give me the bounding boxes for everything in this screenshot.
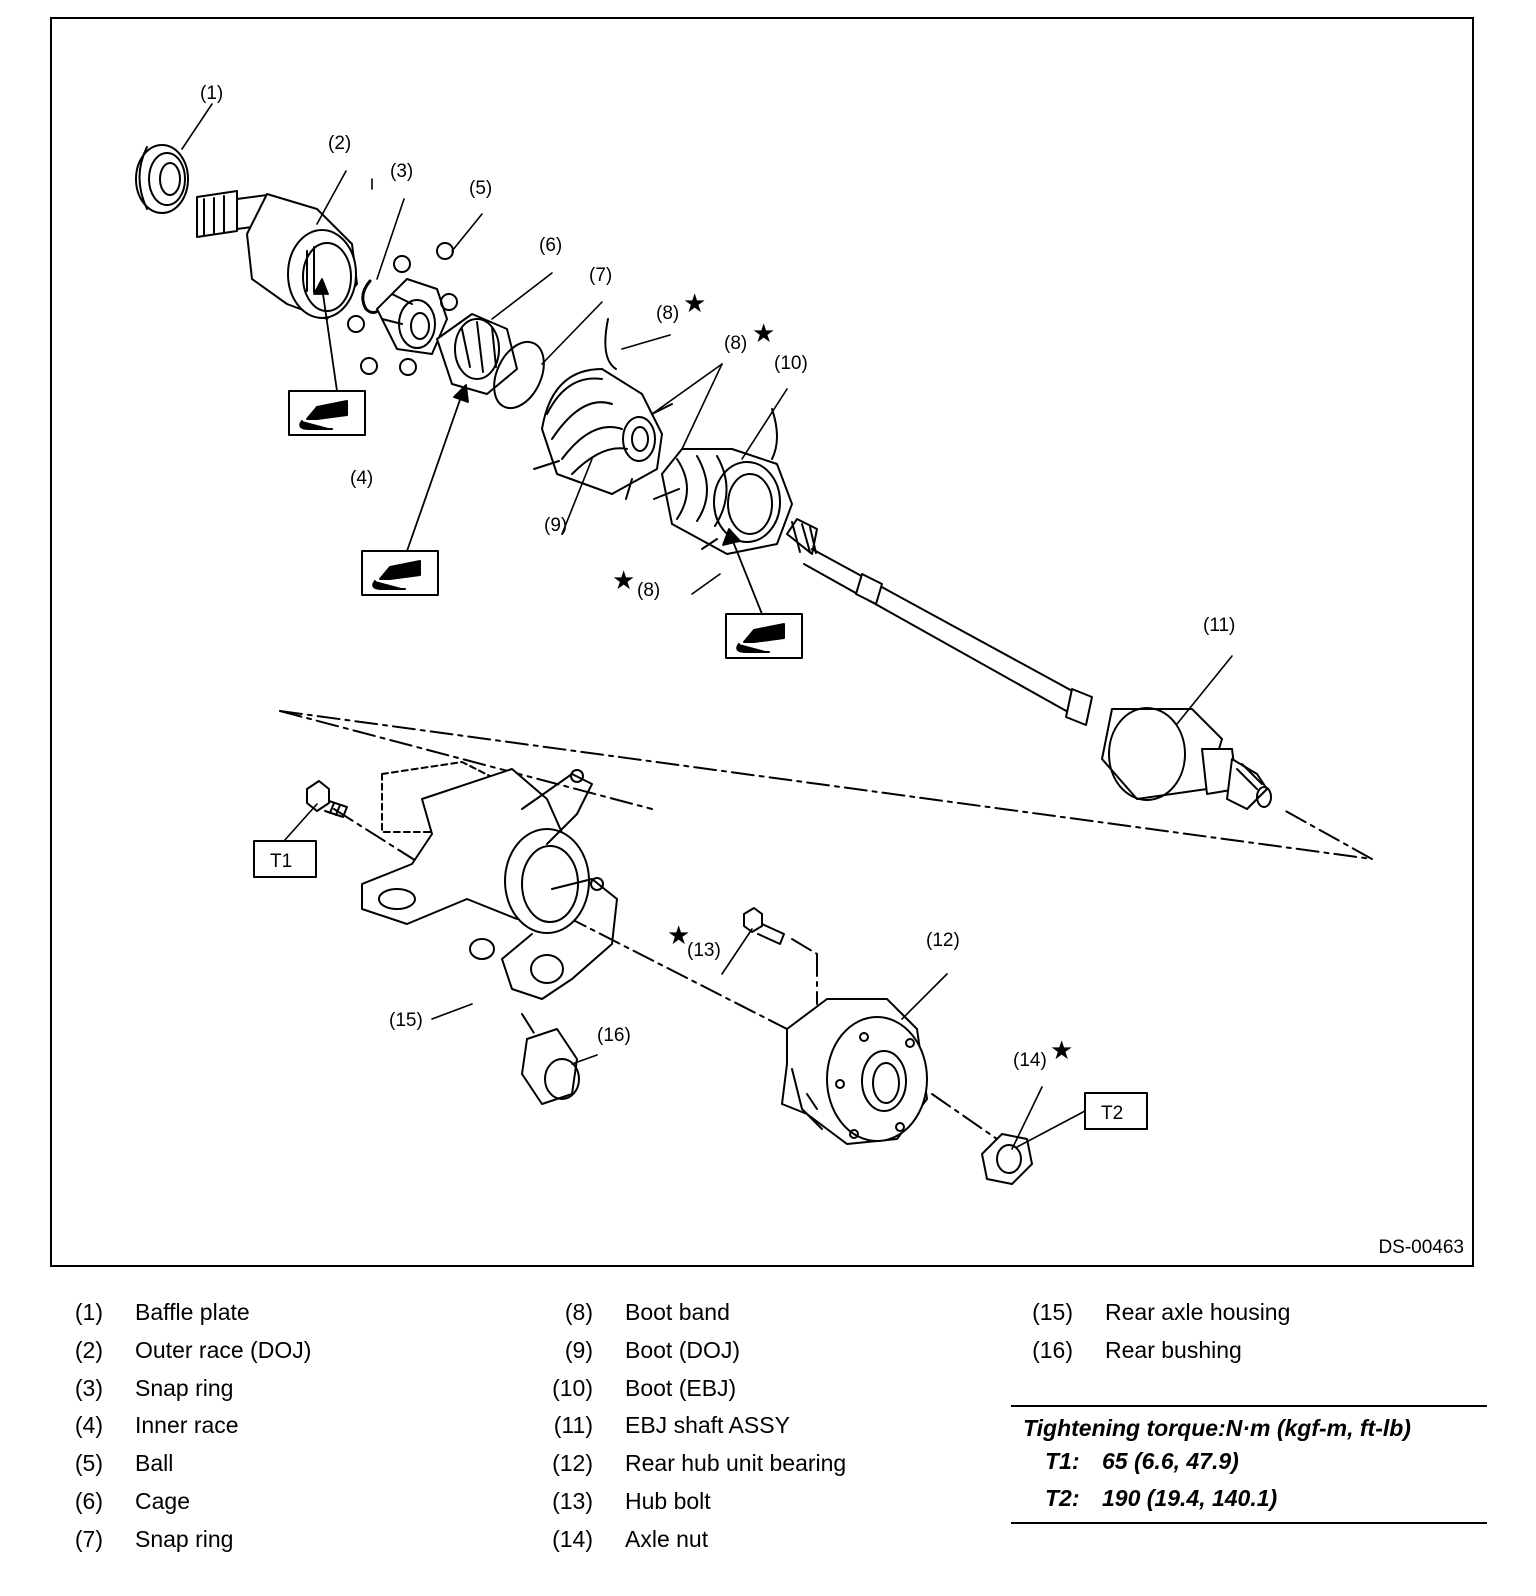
hub-bolt-part: [743, 907, 785, 945]
cage-part: [436, 313, 518, 395]
rear-axle-housing-part: [361, 761, 618, 1000]
legend-item-name: Baffle plate: [135, 1299, 250, 1325]
legend-item-number: (13): [552, 1487, 593, 1514]
torque-value: 65 (6.6, 47.9): [1102, 1448, 1239, 1474]
grease-applicator-icon: [725, 613, 803, 659]
legend-item-name: Rear bushing: [1105, 1336, 1242, 1363]
legend-item-name: Boot (DOJ): [625, 1336, 741, 1363]
drive-shaft-drawing: (1) (2) (3) (4) (5) (6) (7) (8) (8) (8) …: [135, 83, 1373, 1185]
callout-13: (13): [687, 940, 721, 961]
legend-item-number: (4): [74, 1412, 103, 1439]
legend-item-name: Axle nut: [625, 1525, 709, 1552]
legend-item-name: Cage: [135, 1487, 190, 1514]
legend-item-number: (16): [1032, 1336, 1073, 1363]
callout-12: (12): [926, 930, 960, 951]
legend-item-name: Rear hub unit bearing: [625, 1450, 847, 1477]
exploded-view-figure: (1) (2) (3) (4) (5) (6) (7) (8) (8) (8) …: [50, 17, 1474, 1267]
torque-tag-t2: T2: [1101, 1103, 1123, 1124]
legend-item-number: (9): [564, 1336, 593, 1363]
axle-nut-part: [981, 1133, 1033, 1185]
legend-item-number: (12): [552, 1450, 593, 1477]
snap-ring-2-part: [493, 340, 545, 410]
torque-row: T1: 65 (6.6, 47.9): [1011, 1448, 1487, 1485]
rear-bushing-part: [521, 1028, 580, 1105]
torque-value: 190 (19.4, 140.1): [1102, 1485, 1278, 1511]
table-top-rule: [1011, 1405, 1487, 1407]
legend-item-number: (7): [74, 1525, 103, 1552]
assembly-centerlines: [279, 710, 1373, 1140]
callout-2: (2): [328, 133, 351, 154]
replace-marker-star: ★: [612, 565, 635, 595]
legend-item-number: (10): [552, 1374, 593, 1401]
legend-item-number: (5): [74, 1450, 103, 1477]
callout-8-middle: (8): [724, 333, 747, 354]
callout-4: (4): [350, 468, 373, 489]
callout-1: (1): [200, 83, 223, 104]
callout-15: (15): [389, 1010, 423, 1031]
callout-5: (5): [469, 178, 492, 199]
torque-key: T2:: [1045, 1485, 1080, 1511]
tightening-torque-table: Tightening torque:N·m (kgf-m, ft-lb) T1:…: [1011, 1405, 1487, 1524]
housing-bolt-part: [306, 780, 348, 818]
inner-race-part: [376, 278, 448, 355]
callout-8-lower: (8): [637, 580, 660, 601]
replace-marker-star: ★: [1050, 1035, 1073, 1065]
boot-ebj-part: [653, 408, 793, 555]
callout-16: (16): [597, 1025, 631, 1046]
grease-applicator-icon: [288, 390, 366, 436]
outer-race-part: [196, 190, 358, 320]
legend-item-name: Rear axle housing: [1105, 1299, 1291, 1325]
grease-arrows: [313, 278, 763, 615]
legend-item-name: Boot band: [625, 1299, 730, 1325]
legend-item-name: Outer race (DOJ): [135, 1336, 312, 1363]
replace-marker-star: ★: [752, 318, 775, 348]
callout-8-upper: (8): [656, 303, 679, 324]
figure-code: DS-00463: [1378, 1237, 1464, 1258]
callout-11: (11): [1203, 615, 1235, 636]
callout-6: (6): [539, 235, 562, 256]
torque-table-title: Tightening torque:N·m (kgf-m, ft-lb): [1023, 1415, 1411, 1441]
grease-applicator-icon: [361, 550, 439, 596]
legend-item-name: Ball: [135, 1450, 174, 1477]
torque-row: T2: 190 (19.4, 140.1): [1011, 1485, 1487, 1522]
callout-9: (9): [544, 515, 567, 536]
legend-item-name: Snap ring: [135, 1525, 234, 1552]
torque-tag-t1: T1: [270, 851, 292, 872]
legend-item-name: Inner race: [135, 1412, 239, 1439]
legend-item-name: Boot (EBJ): [625, 1374, 737, 1401]
legend-item-number: (1): [74, 1299, 103, 1325]
torque-key: T1:: [1045, 1448, 1080, 1474]
legend-item-number: (8): [564, 1299, 593, 1325]
replace-marker-star: ★: [667, 920, 690, 950]
callout-10: (10): [774, 353, 808, 374]
legend-item-number: (3): [74, 1374, 103, 1401]
legend-item-number: (11): [553, 1412, 593, 1439]
baffle-plate-part: [135, 144, 189, 214]
legend-item-number: (15): [1032, 1299, 1073, 1325]
legend-item-number: (14): [552, 1525, 593, 1552]
replace-marker-star: ★: [683, 288, 706, 318]
legend-item-name: EBJ shaft ASSY: [625, 1412, 790, 1439]
table-bottom-rule: [1011, 1522, 1487, 1524]
legend-item-number: (6): [74, 1487, 103, 1514]
ebj-shaft-part: [786, 518, 1272, 810]
ball-parts: [347, 242, 458, 376]
callout-7: (7): [589, 265, 612, 286]
legend-item-number: (2): [74, 1336, 103, 1363]
boot-doj-part: [533, 318, 673, 500]
torque-tag-t1-box: [253, 840, 317, 878]
leader-lines: [181, 103, 1233, 1150]
legend-item-name: Hub bolt: [625, 1487, 711, 1514]
callout-3: (3): [390, 161, 413, 182]
legend-item-name: Snap ring: [135, 1374, 234, 1401]
callout-14: (14): [1013, 1050, 1047, 1071]
rear-hub-bearing-part: [781, 998, 928, 1145]
